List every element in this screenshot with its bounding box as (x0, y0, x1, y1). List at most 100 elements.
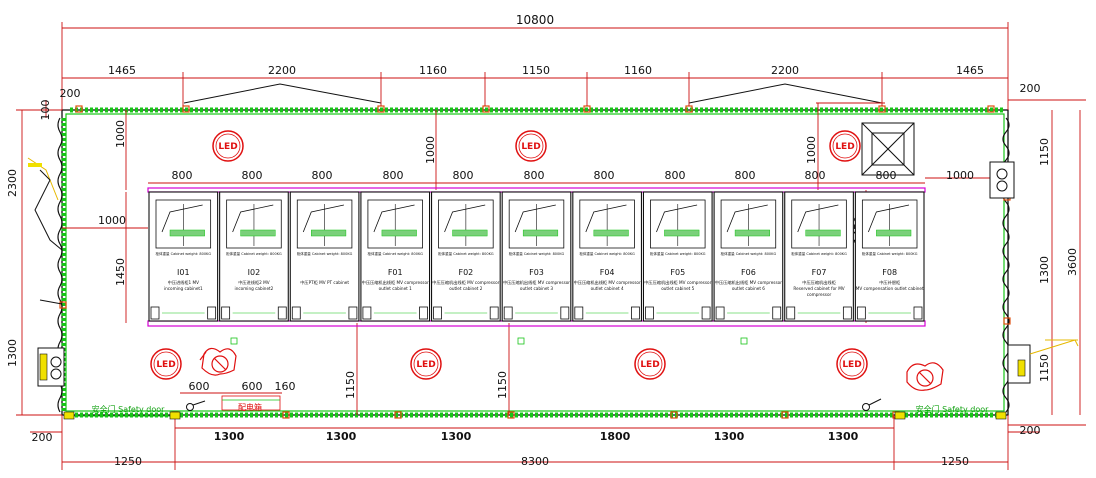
roof-vent-icon (861, 122, 915, 176)
cabinet-foot (715, 306, 725, 320)
cabinet-name-line2: outlet cabinet 5 (661, 286, 694, 291)
cabinet-name-line2: outlet cabinet 2 (449, 286, 482, 291)
cabinet-weight: 柜体重量 Cabinet weight: 800KG (509, 251, 565, 256)
dimension-lines (16, 22, 1086, 470)
dim-left-100: 100 (39, 100, 52, 121)
led-light: LED (410, 348, 442, 380)
led-label: LED (521, 142, 540, 152)
dim-bottom-seg-4: 1800 (600, 430, 631, 443)
dim-cab-8: 800 (665, 169, 686, 182)
dim-right-1300: 1300 (1038, 256, 1051, 284)
operator-icon (199, 347, 237, 376)
dim-bottom-seg-6: 1300 (828, 430, 859, 443)
cabinet-indicator (805, 229, 841, 237)
cabinet-foot (645, 306, 654, 320)
cabinet-foot (560, 306, 570, 320)
cabinet-foot (291, 306, 301, 320)
cabinet-name-line1: 中压压缩机出线柜 MV compressor (432, 279, 499, 286)
cabinet-weight: 柜体重量 Cabinet weight: 800KG (650, 251, 706, 256)
distribution-box: 配电箱 (221, 395, 281, 412)
dim-right-1150-bottom: 1150 (1038, 354, 1051, 382)
cabinet-foot (277, 306, 287, 320)
dim-cab-3: 800 (312, 169, 333, 182)
dim-top-seg-2: 2200 (268, 64, 296, 77)
cabinet-weight: 柜体重量 Cabinet weight: 800KG (297, 251, 353, 256)
cabinet-diagram-panel (226, 199, 282, 249)
cabinet-foot (221, 306, 231, 320)
cabinet-bottom-band (147, 320, 926, 327)
dim-cab-2: 800 (242, 169, 263, 182)
dim-cab-4: 800 (383, 169, 404, 182)
cabinet-indicator (522, 229, 559, 237)
left-wall-kink (34, 169, 63, 305)
dim-cab-10: 800 (805, 169, 826, 182)
dim-aisle-1150-a: 1150 (344, 371, 357, 399)
led-label: LED (156, 360, 175, 370)
cabinet-diagram-line (797, 204, 839, 233)
cabinet-foot (419, 306, 428, 320)
cabinet-weight: 柜体重量 Cabinet weight: 800KG (156, 251, 212, 256)
operator-icon (906, 362, 944, 391)
cabinet-diagram-line (867, 204, 910, 233)
cabinet[interactable]: 柜体重量 Cabinet weight: 800KGF07中压压缩机出线柜Res… (784, 191, 854, 322)
cabinet-diagram-line (514, 204, 556, 233)
dimension-labels: 10800 1465 2200 1160 1150 1160 2200 1465… (6, 13, 1079, 468)
led-light: LED (829, 130, 861, 162)
cabinet-foot (433, 306, 442, 320)
cabinet-foot (631, 306, 640, 320)
cabinet-id: F08 (882, 268, 897, 277)
cabinet-id: F04 (600, 268, 615, 277)
cabinet-diagram-panel (155, 199, 212, 249)
cabinet-foot (348, 306, 358, 320)
sensor-icon (27, 157, 59, 201)
dim-bottom-seg-1: 1300 (214, 430, 245, 443)
cabinet-diagram-line (585, 204, 627, 233)
cabinet-foot (503, 306, 513, 320)
dim-left-200-top: 200 (60, 87, 81, 100)
dim-right-200-top: 200 (1020, 82, 1041, 95)
cabinet-foot (489, 306, 499, 320)
led-light: LED (836, 348, 868, 380)
cabinet-id: F07 (812, 268, 827, 277)
cabinet-foot (842, 306, 852, 320)
distribution-box-label: 配电箱 (238, 402, 262, 412)
safety-door-left[interactable]: 安全门 Safety door (63, 400, 206, 420)
cabinet-name-line1: 中压压缩机出线柜 MV compressor (574, 279, 641, 286)
dim-cab-6: 800 (524, 169, 545, 182)
led-lights: LED LED LED LED LED LED LED (150, 130, 868, 380)
dim-row-1000: 1000 (98, 214, 126, 227)
cabinet-name-line1: 中压压缩机出线柜 (802, 279, 836, 286)
dim-bottom-seg-3: 1300 (441, 430, 472, 443)
led-light: LED (150, 348, 182, 380)
cabinet-diagram-line (232, 204, 274, 233)
cabinet-foot (913, 306, 923, 320)
cabinet-foot (772, 306, 782, 320)
dim-right-1150-top: 1150 (1038, 138, 1051, 166)
dim-bottom-seg-2: 1300 (326, 430, 357, 443)
dim-cab-1: 800 (172, 169, 193, 182)
dim-door-600-b: 600 (242, 380, 263, 393)
cabinet-name-line2: incoming cabinet1 (164, 286, 203, 291)
cabinet-diagram-panel (650, 199, 706, 249)
dim-bottom-1250-right: 1250 (941, 455, 969, 468)
dim-top-seg-1: 1465 (108, 64, 136, 77)
safety-door-right-label: 安全门 Safety door (916, 404, 990, 414)
dim-left-1300: 1300 (6, 339, 19, 367)
cabinet-name-line2: outlet cabinet 4 (591, 286, 624, 291)
safety-door-right[interactable]: 安全门 Safety door (862, 398, 1007, 420)
cabinet-indicator (734, 229, 770, 237)
cabinet-foot (701, 306, 711, 320)
dim-top-seg-5: 1160 (624, 64, 652, 77)
safety-door-left-label: 安全门 Safety door (92, 404, 166, 414)
